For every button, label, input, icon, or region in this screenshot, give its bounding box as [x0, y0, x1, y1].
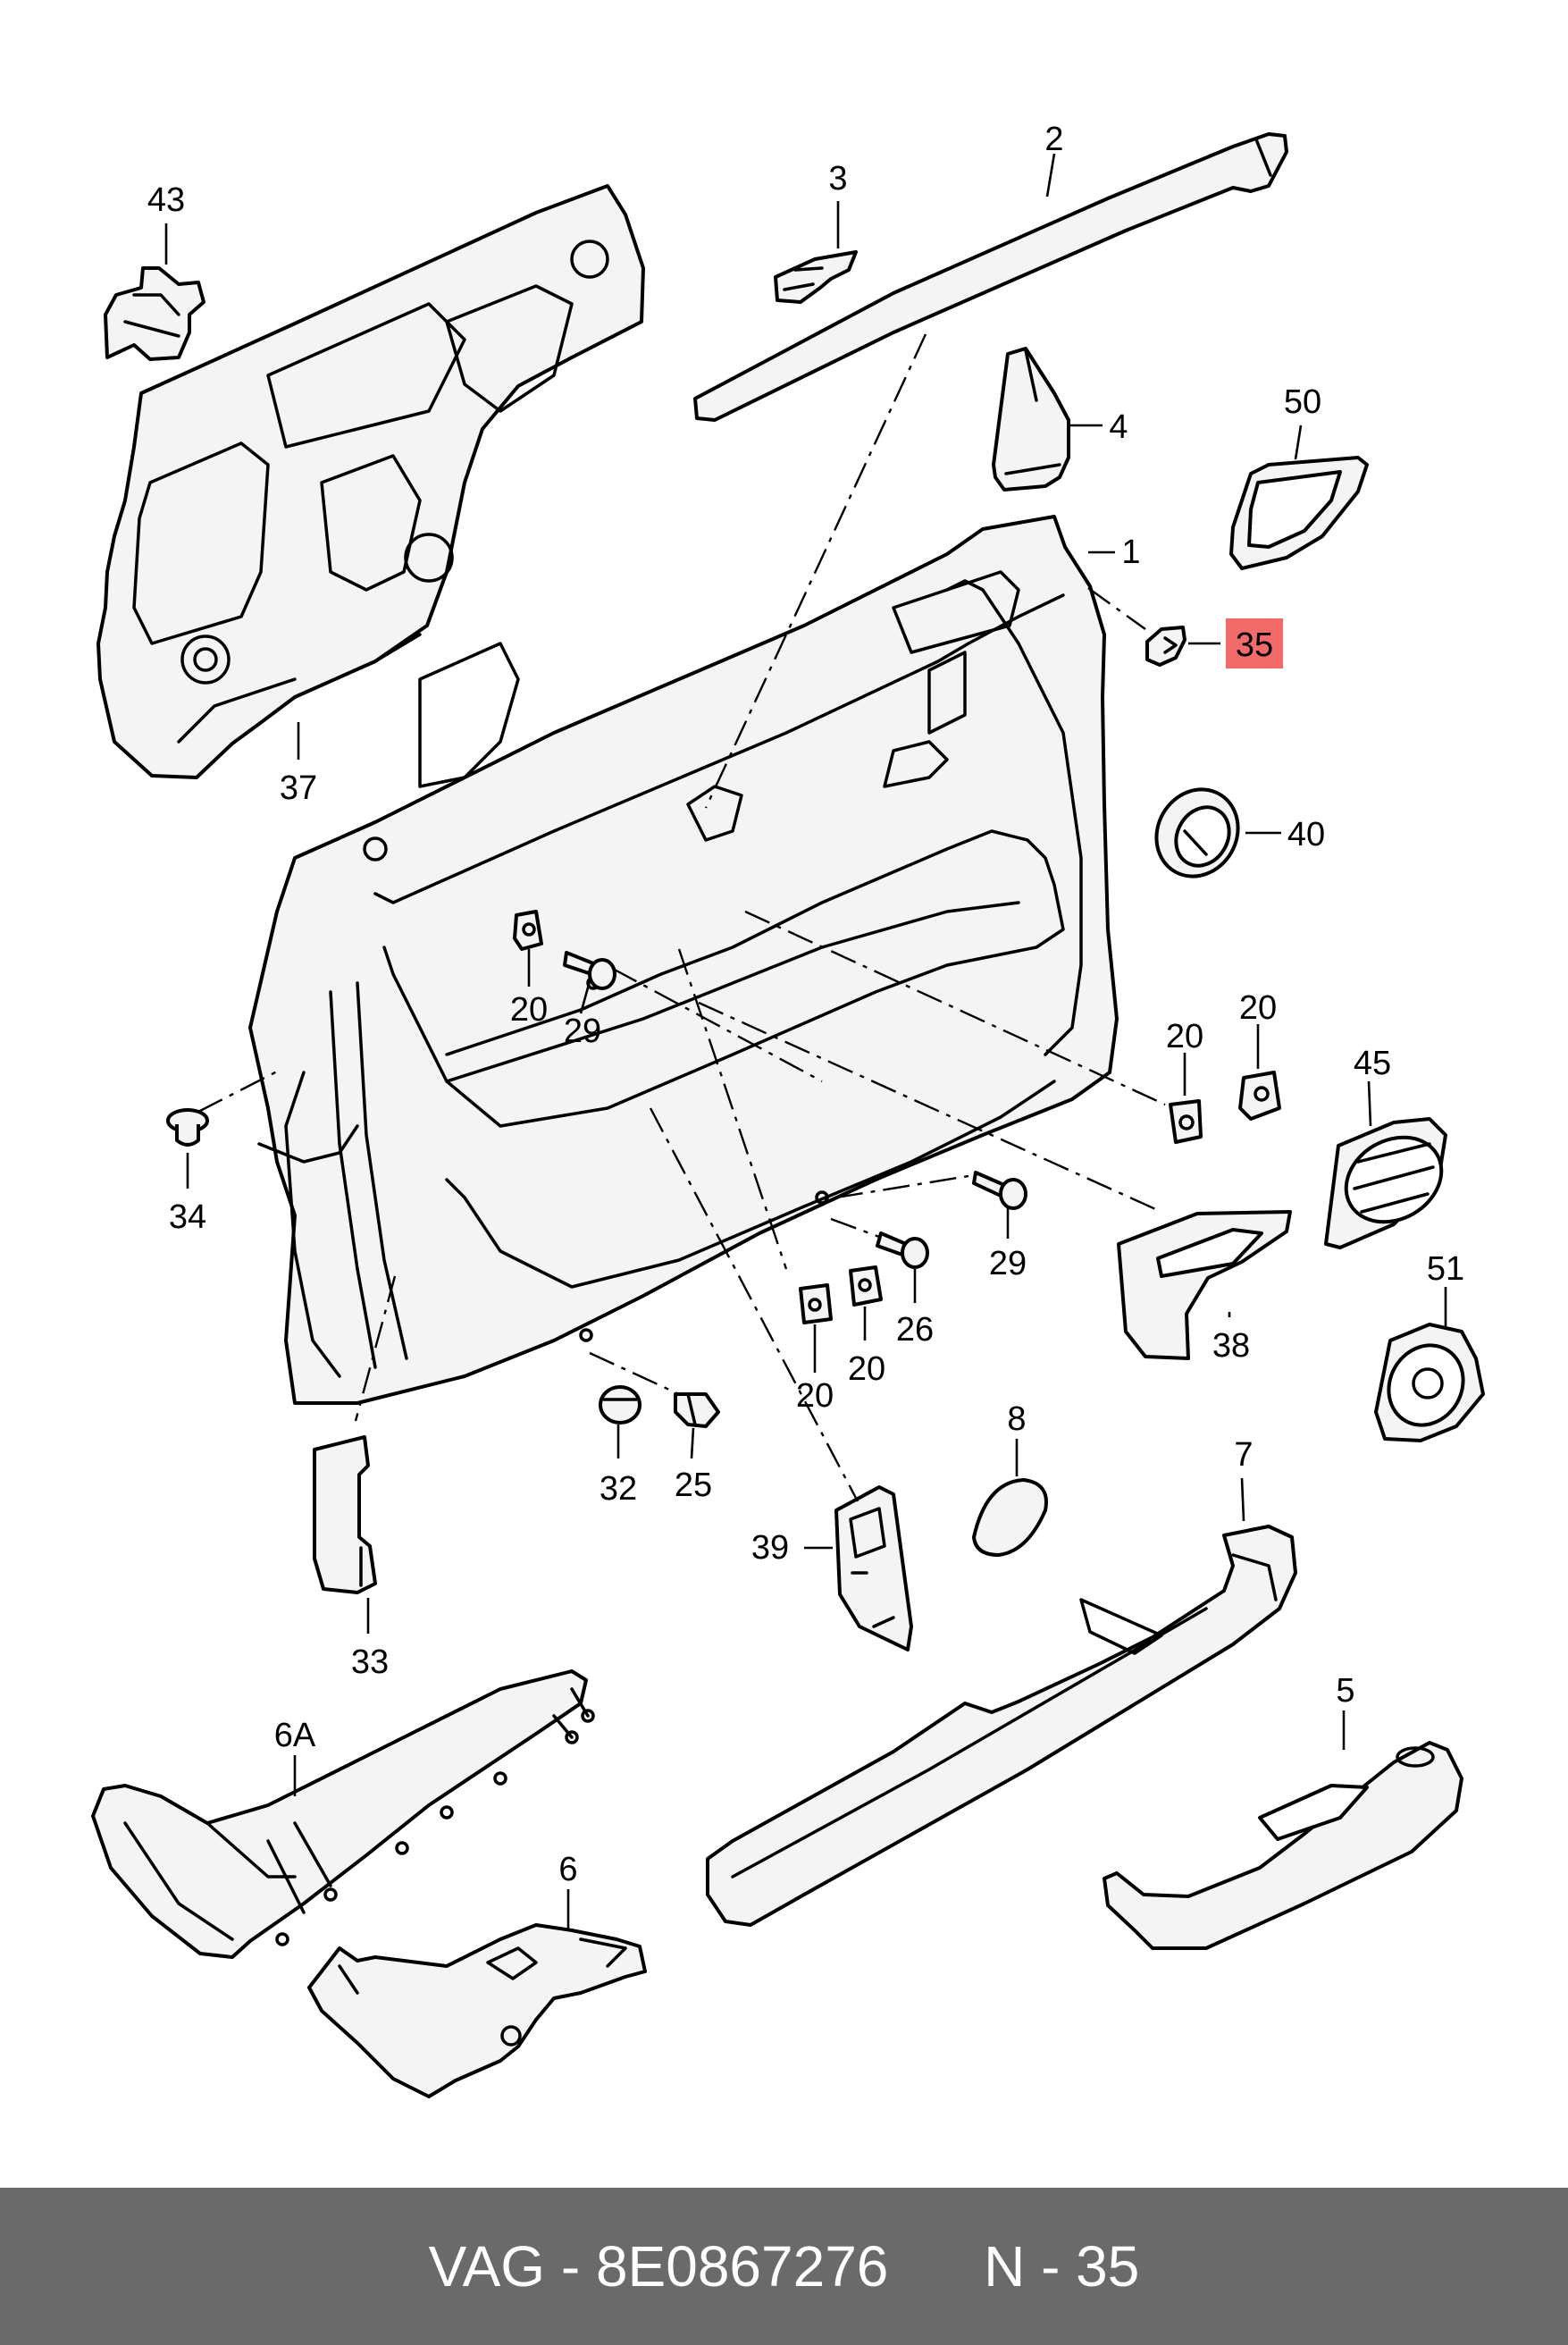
footer-spacer [888, 2233, 984, 2299]
part-29-screw-a [563, 951, 616, 990]
assembly-lines [197, 333, 1166, 1502]
callout-34: 34 [169, 1198, 206, 1236]
part-51-speaker-cup [1374, 1323, 1485, 1442]
part-2-window-strip [693, 132, 1288, 422]
part-3-clip [774, 250, 858, 304]
callout-33: 33 [351, 1643, 389, 1681]
callout-39: 39 [751, 1529, 789, 1567]
callout-29-bottom: 29 [989, 1245, 1027, 1282]
part-7-armrest [706, 1525, 1297, 1927]
callout-35: 35 [1236, 626, 1273, 664]
callout-29-top: 29 [564, 1013, 601, 1050]
callout-50: 50 [1284, 383, 1321, 421]
callout-32: 32 [600, 1470, 637, 1508]
highlight-box-35 [1226, 618, 1283, 668]
callout-20-right-b: 20 [1239, 989, 1277, 1027]
part-39-window-switch [834, 1485, 913, 1652]
part-25-clip [674, 1392, 720, 1428]
callout-45: 45 [1354, 1045, 1391, 1082]
part-37-insulation-panel [96, 184, 645, 779]
part-34-plug [166, 1108, 209, 1147]
part-38-switch-bezel [1117, 1210, 1292, 1360]
callout-1: 1 [1121, 534, 1140, 571]
callout-4: 4 [1109, 408, 1128, 446]
exploded-parts-diagram: 43 37 3 2 4 50 1 35 40 20 29 20 20 45 34… [91, 121, 1485, 2098]
part-32-clip [599, 1385, 641, 1425]
footer-page-prefix: N [984, 2234, 1026, 2299]
callout-20-left: 20 [510, 991, 548, 1029]
callout-20-right-a: 20 [1166, 1018, 1203, 1055]
callout-51: 51 [1427, 1250, 1464, 1288]
callout-3: 3 [828, 160, 847, 198]
callout-26: 26 [896, 1311, 934, 1349]
callout-25: 25 [675, 1467, 712, 1504]
callout-40: 40 [1287, 816, 1325, 853]
part-20-nut-right-a [1169, 1099, 1203, 1144]
part-45-speaker-grille [1324, 1117, 1447, 1249]
part-40-tweeter [1154, 787, 1240, 878]
footer-page-number: 35 [1076, 2234, 1140, 2299]
callout-20-mid-a: 20 [796, 1377, 834, 1415]
callout-labels: 43 37 3 2 4 50 1 35 40 20 29 20 20 45 34… [147, 121, 1464, 1888]
part-5-switch-trim [1103, 1741, 1463, 1950]
callout-5: 5 [1336, 1672, 1354, 1710]
part-33-bracket [313, 1435, 377, 1594]
callout-20-mid-b: 20 [848, 1350, 885, 1388]
part-35-clip [1145, 626, 1186, 667]
callout-2: 2 [1044, 121, 1063, 158]
part-8-oval-cap [972, 1478, 1048, 1557]
part-20-nut-left [513, 910, 543, 951]
part-6-trim [307, 1923, 647, 2098]
part-4-mirror-cover [992, 347, 1070, 492]
footer-brand: VAG [428, 2234, 546, 2299]
footer-part-number: 8E0867276 [595, 2234, 889, 2299]
part-20-nut-right-b [1238, 1071, 1281, 1121]
part-29-screw-b [972, 1171, 1027, 1210]
part-6A-grip [91, 1669, 595, 1959]
part-20-nut-mid-a [799, 1283, 833, 1324]
callout-6A: 6A [274, 1717, 316, 1754]
callout-7: 7 [1234, 1436, 1253, 1474]
callout-37: 37 [280, 769, 317, 807]
footer-separator: - [545, 2234, 596, 2299]
callout-8: 8 [1007, 1400, 1026, 1438]
leader-lines [164, 153, 1447, 1930]
callout-38: 38 [1212, 1327, 1250, 1365]
part-number-footer: VAG - 8E0867276 N - 35 [0, 2188, 1568, 2345]
part-43-clip [104, 266, 205, 361]
callout-6: 6 [558, 1851, 577, 1888]
part-26-screw [876, 1231, 929, 1269]
part-50-speaker-frame [1229, 456, 1369, 570]
part-20-nut-mid-b [849, 1265, 883, 1307]
footer-separator-2: - [1025, 2234, 1077, 2299]
callout-43: 43 [147, 181, 185, 219]
